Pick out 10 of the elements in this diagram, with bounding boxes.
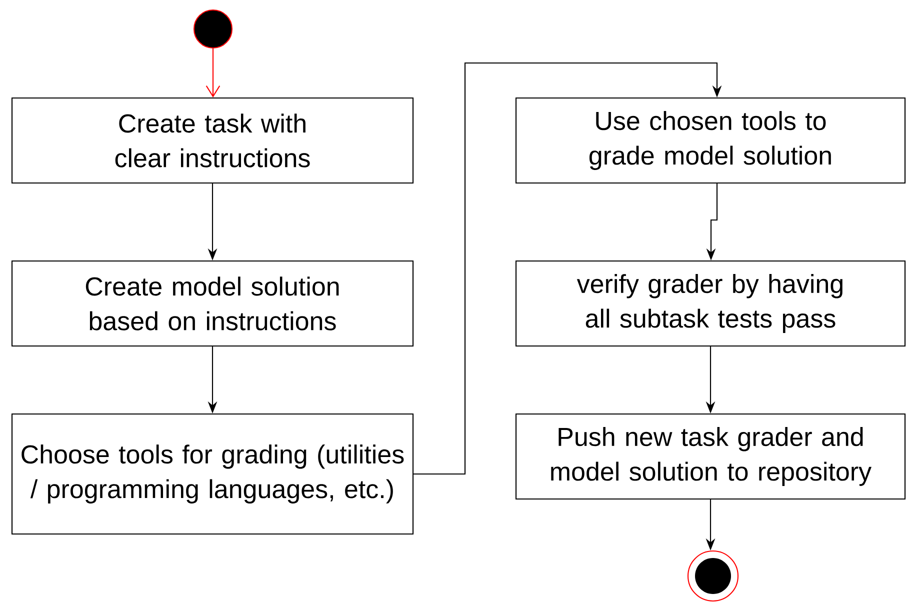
start-node <box>193 9 233 49</box>
action-box: verify grader by having all subtask tests pass <box>515 260 906 347</box>
action-box: Choose tools for grading (utilities / programming languages, etc.) <box>11 413 414 535</box>
end-node <box>687 550 739 602</box>
action-box: Create task with clear instructions <box>11 97 414 184</box>
action-box: Create model solution based on instructions <box>11 260 414 347</box>
action-box: Use chosen tools to grade model solution <box>515 97 906 184</box>
arrow <box>206 48 220 98</box>
action-box: Push new task grader and model solution to repository <box>515 413 906 500</box>
arrow <box>414 62 722 475</box>
